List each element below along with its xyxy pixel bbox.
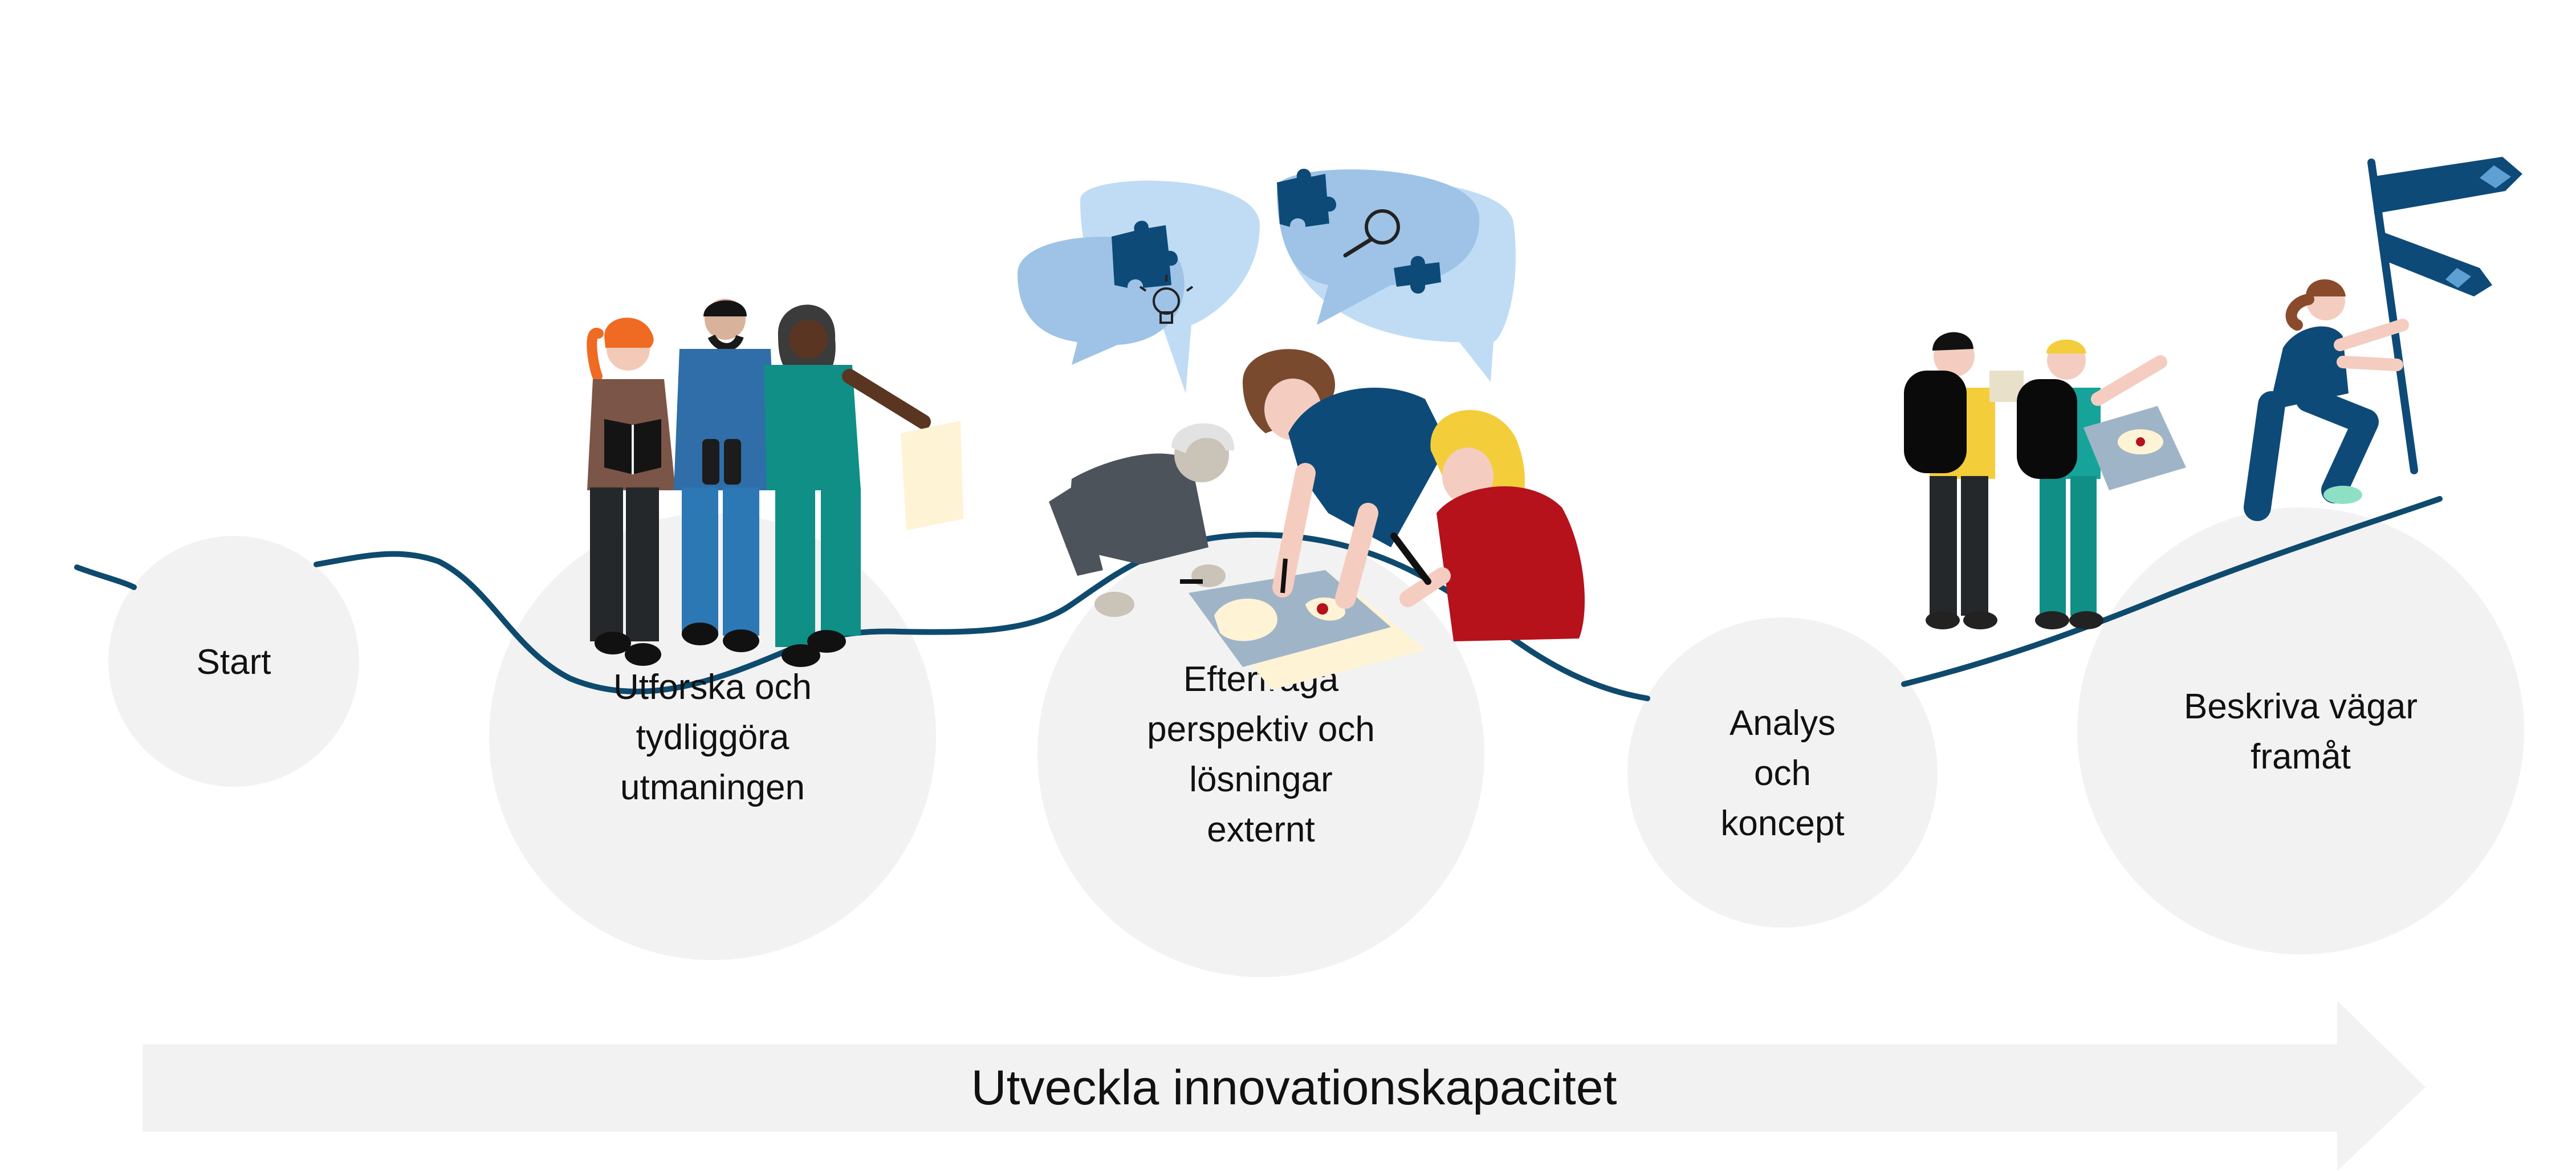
step-label-start: Start xyxy=(197,643,271,682)
signpost-icon xyxy=(2367,157,2522,474)
puzzle-piece-icon xyxy=(1277,168,1337,227)
step-label-line: perspektiv och xyxy=(1147,710,1375,749)
puzzle-piece-icon xyxy=(1112,221,1178,288)
step-label-line: utmaningen xyxy=(620,768,805,807)
signpost-illustration xyxy=(2244,157,2522,521)
step-label-describe: Beskriva vägar framåt xyxy=(2184,687,2418,776)
person-climber xyxy=(2244,279,2409,521)
paper-sheet-icon xyxy=(901,421,963,530)
step-circle-start xyxy=(108,536,359,787)
step-circle-analysis xyxy=(1627,617,1938,928)
step-label-line: framåt xyxy=(2251,737,2351,776)
person-blonde xyxy=(1390,410,1585,641)
hiker-right xyxy=(2017,339,2186,629)
step-label-analysis: Analys och koncept xyxy=(1720,704,1844,843)
step-label-line: lösningar xyxy=(1189,760,1333,799)
person-pointing xyxy=(764,304,931,667)
step-label-line: externt xyxy=(1207,810,1315,849)
step-label-line: koncept xyxy=(1720,804,1844,843)
step-label-line: Start xyxy=(197,643,271,682)
brainstorm-illustration xyxy=(1018,168,1585,690)
hikers-illustration xyxy=(1904,332,2186,629)
puzzle-piece-icon xyxy=(1394,255,1441,294)
map-icon xyxy=(1189,570,1425,690)
person-binoculars xyxy=(674,299,776,652)
speech-bubbles xyxy=(1018,168,1516,393)
explorers-illustration xyxy=(587,299,963,667)
step-label-line: tydliggöra xyxy=(636,718,790,757)
magnifier-icon xyxy=(1343,209,1400,258)
backpack-icon xyxy=(1904,371,1967,473)
book-icon xyxy=(604,419,661,474)
map-icon xyxy=(2083,406,2186,490)
step-label-explore: Utforska och tydliggöra utmaningen xyxy=(613,668,812,807)
lightbulb-icon xyxy=(1139,275,1194,324)
progress-arrow-label: Utveckla innovationskapacitet xyxy=(971,1060,1617,1115)
step-label-line: och xyxy=(1754,754,1811,793)
progress-arrow xyxy=(143,1001,2426,1171)
step-circle-describe xyxy=(2077,507,2524,954)
binoculars-icon xyxy=(702,439,741,485)
step-label-line: Utforska och xyxy=(613,668,812,707)
person-reader xyxy=(587,318,675,666)
step-label-line: Beskriva vägar xyxy=(2184,687,2418,726)
person-elder xyxy=(1049,423,1235,617)
step-label-line: Analys xyxy=(1729,704,1836,743)
hiker-left xyxy=(1904,332,2024,629)
person-brown-hair xyxy=(1243,349,1448,609)
backpack-icon xyxy=(2017,379,2077,479)
